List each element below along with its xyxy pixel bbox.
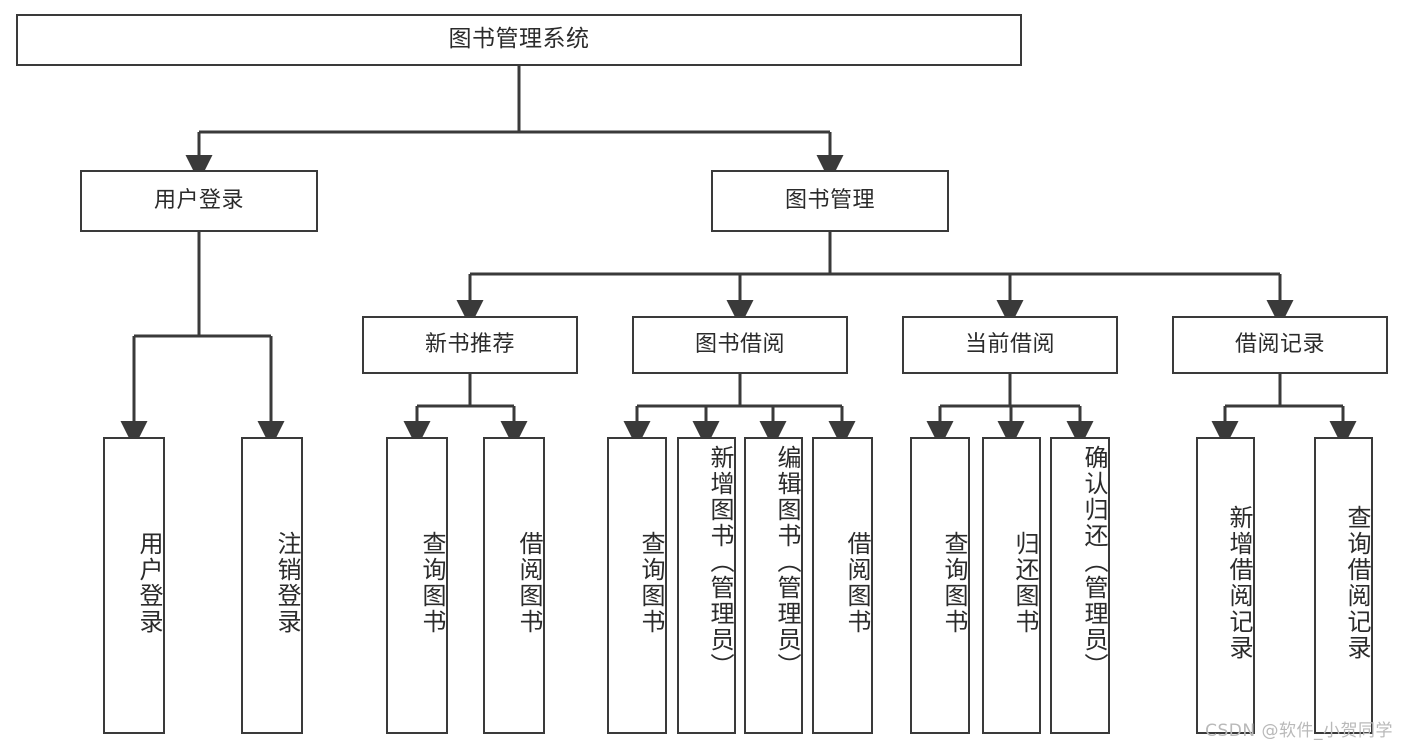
- node-leaf-edit-book[interactable]: 编辑图书（管理员）: [744, 437, 803, 734]
- node-leaf-borrow-book-2[interactable]: 借阅图书: [812, 437, 873, 734]
- node-label: 借阅图书: [515, 530, 543, 635]
- node-book-manage[interactable]: 图书管理: [711, 170, 949, 232]
- node-label: 图书管理: [784, 188, 875, 214]
- node-leaf-return-book[interactable]: 归还图书: [982, 437, 1041, 734]
- node-label: 图书管理系统: [448, 26, 590, 53]
- node-label: 借阅记录: [1234, 332, 1325, 358]
- node-root-system[interactable]: 图书管理系统: [16, 14, 1022, 66]
- node-label: 新增借阅记录: [1225, 504, 1253, 661]
- node-leaf-add-record[interactable]: 新增借阅记录: [1196, 437, 1255, 734]
- node-leaf-query-book-3[interactable]: 查询图书: [910, 437, 970, 734]
- node-label: 注销登录: [273, 530, 301, 635]
- node-borrow-record[interactable]: 借阅记录: [1172, 316, 1388, 374]
- node-label: 借阅图书: [843, 530, 871, 635]
- node-label: 归还图书: [1011, 530, 1039, 635]
- node-label: 查询借阅记录: [1343, 504, 1371, 661]
- node-leaf-query-record[interactable]: 查询借阅记录: [1314, 437, 1373, 734]
- node-leaf-add-book[interactable]: 新增图书（管理员）: [677, 437, 736, 734]
- node-label: 查询图书: [940, 530, 968, 635]
- node-leaf-query-book-2[interactable]: 查询图书: [607, 437, 667, 734]
- node-leaf-query-book-1[interactable]: 查询图书: [386, 437, 448, 734]
- node-label: 用户登录: [153, 188, 244, 214]
- node-leaf-user-logout[interactable]: 注销登录: [241, 437, 303, 734]
- node-label: 图书借阅: [694, 332, 785, 358]
- node-label: 新增图书（管理员）: [706, 445, 734, 679]
- node-book-borrow[interactable]: 图书借阅: [632, 316, 848, 374]
- node-label: 新书推荐: [424, 332, 515, 358]
- watermark: CSDN @软件_小贺同学: [1205, 721, 1393, 741]
- node-label: 查询图书: [418, 530, 446, 635]
- node-leaf-user-login[interactable]: 用户登录: [103, 437, 165, 734]
- node-label: 用户登录: [135, 530, 163, 635]
- node-label: 确认归还（管理员）: [1080, 445, 1108, 679]
- node-current-borrow[interactable]: 当前借阅: [902, 316, 1118, 374]
- node-label: 当前借阅: [964, 332, 1055, 358]
- node-new-book-recommend[interactable]: 新书推荐: [362, 316, 578, 374]
- node-user-login[interactable]: 用户登录: [80, 170, 318, 232]
- node-label: 查询图书: [637, 530, 665, 635]
- node-leaf-confirm-return[interactable]: 确认归还（管理员）: [1050, 437, 1110, 734]
- node-leaf-borrow-book-1[interactable]: 借阅图书: [483, 437, 545, 734]
- node-label: 编辑图书（管理员）: [773, 445, 801, 679]
